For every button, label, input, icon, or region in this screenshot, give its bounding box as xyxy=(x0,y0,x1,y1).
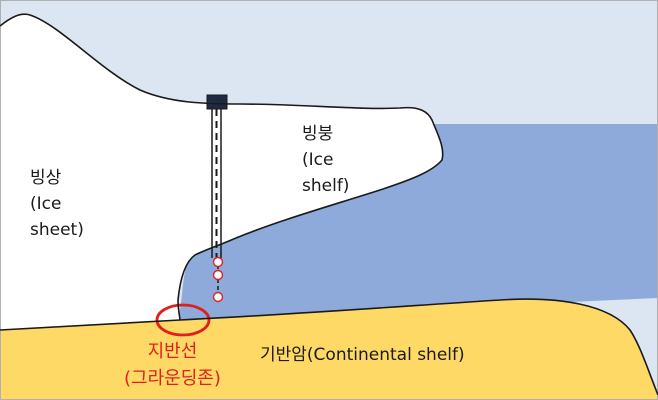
bedrock-outline xyxy=(0,298,658,396)
sensor-ring-icon xyxy=(212,256,224,268)
ice-shelf-label: 빙붕 (Ice shelf) xyxy=(302,121,349,199)
ice-sheet-english-open: (Ice xyxy=(30,194,62,214)
sensor-ring-icon xyxy=(212,269,224,281)
grounding-line-label: 지반선 (그라운딩존) xyxy=(124,338,221,392)
ice-shelf-english-close: shelf) xyxy=(302,176,350,196)
bedrock-area xyxy=(0,299,658,400)
ice-sheet-english-close: sheet) xyxy=(30,220,84,240)
bedrock-label: 기반암(Continental shelf) xyxy=(260,345,465,365)
ice-outline xyxy=(0,13,444,321)
borehole-instrument-icon xyxy=(206,94,228,110)
ice-shelf-english-open: (Ice xyxy=(302,150,334,170)
ice-sheet-korean: 빙상 xyxy=(30,168,62,188)
grounding-line-ellipse xyxy=(155,303,211,337)
ice-shelf-korean: 빙붕 xyxy=(302,124,334,144)
ice-sheet-label: 빙상 (Ice sheet) xyxy=(30,165,84,243)
ocean-area xyxy=(178,124,658,320)
sensor-ring-icon xyxy=(212,291,224,303)
grounding-line-korean: 지반선 xyxy=(147,341,198,362)
grounding-line-korean-alt: (그라운딩존) xyxy=(124,368,221,389)
